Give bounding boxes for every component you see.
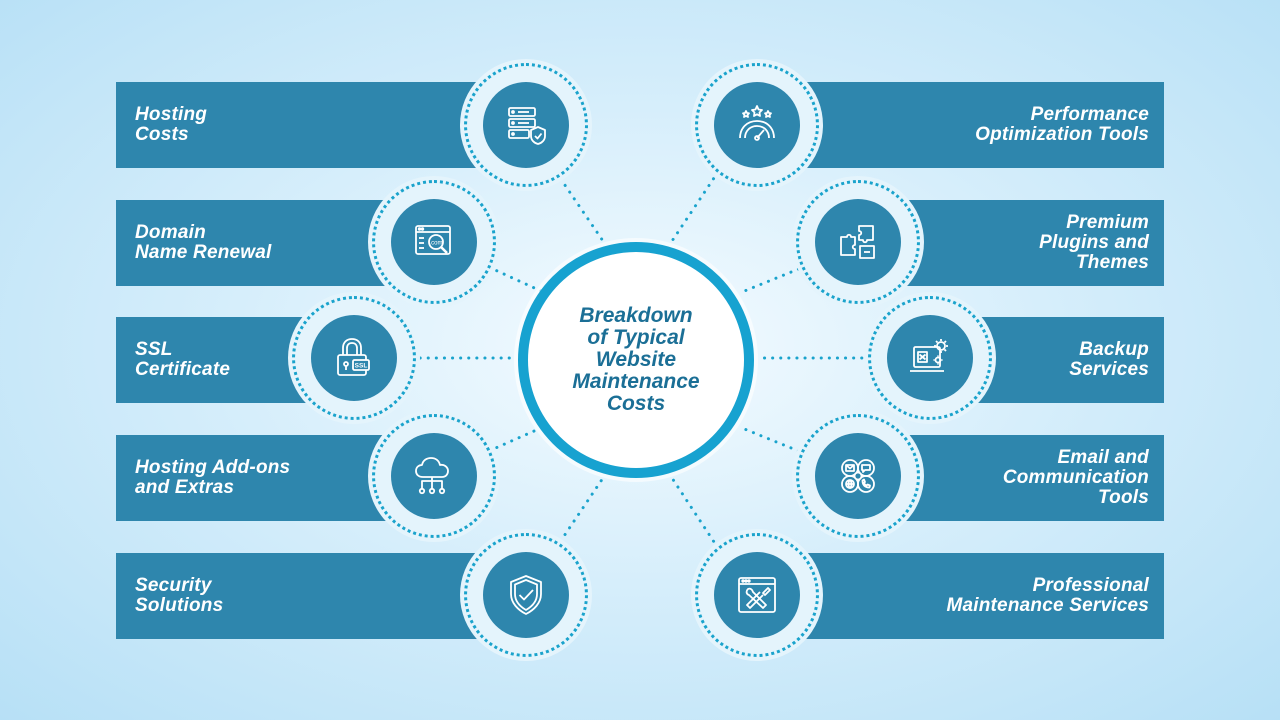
svg-text:.com: .com <box>429 241 442 247</box>
domain-search-icon: .com <box>415 225 451 255</box>
speedometer-stars-icon <box>739 105 775 141</box>
backup-laptop-icon <box>910 339 948 372</box>
ssl-lock-icon: SSL <box>337 338 370 376</box>
label-hosting-costs: Hosting Costs <box>135 104 208 145</box>
label-performance-optimization: Performance Optimization Tools <box>975 104 1149 145</box>
label-security-solutions: Security Solutions <box>135 575 224 616</box>
shield-check-icon <box>510 575 542 615</box>
label-hosting-add-ons: Hosting Add-ons and Extras <box>135 457 291 498</box>
label-email-communication: Email and Communication Tools <box>1002 447 1149 508</box>
bar-hosting-add-ons: Hosting Add-ons and Extras <box>116 435 416 521</box>
bar-professional-maintenance: Professional Maintenance Services <box>764 553 1164 639</box>
bar-domain-name-renewal: Domain Name Renewal <box>116 200 416 286</box>
label-premium-plugins: Premium Plugins and Themes <box>1039 212 1149 273</box>
svg-text:SSL: SSL <box>355 363 368 370</box>
bar-performance-optimization: Performance Optimization Tools <box>764 82 1164 168</box>
center-title: Breakdown of Typical Website Maintenance… <box>572 304 700 415</box>
label-backup-services: Backup Services <box>1069 339 1149 380</box>
label-ssl-certificate: SSL Certificate <box>135 339 231 380</box>
communication-icon <box>841 459 875 493</box>
bar-hosting-costs: Hosting Costs <box>116 82 516 168</box>
center-ring: Breakdown of Typical Website Maintenance… <box>518 242 754 478</box>
puzzle-pieces-icon <box>840 225 875 259</box>
bar-security-solutions: Security Solutions <box>116 553 516 639</box>
cloud-network-icon <box>415 457 449 495</box>
tools-window-icon <box>738 577 776 613</box>
label-domain-name-renewal: Domain Name Renewal <box>135 222 272 263</box>
label-professional-maintenance: Professional Maintenance Services <box>946 575 1149 616</box>
server-shield-icon <box>508 107 546 145</box>
